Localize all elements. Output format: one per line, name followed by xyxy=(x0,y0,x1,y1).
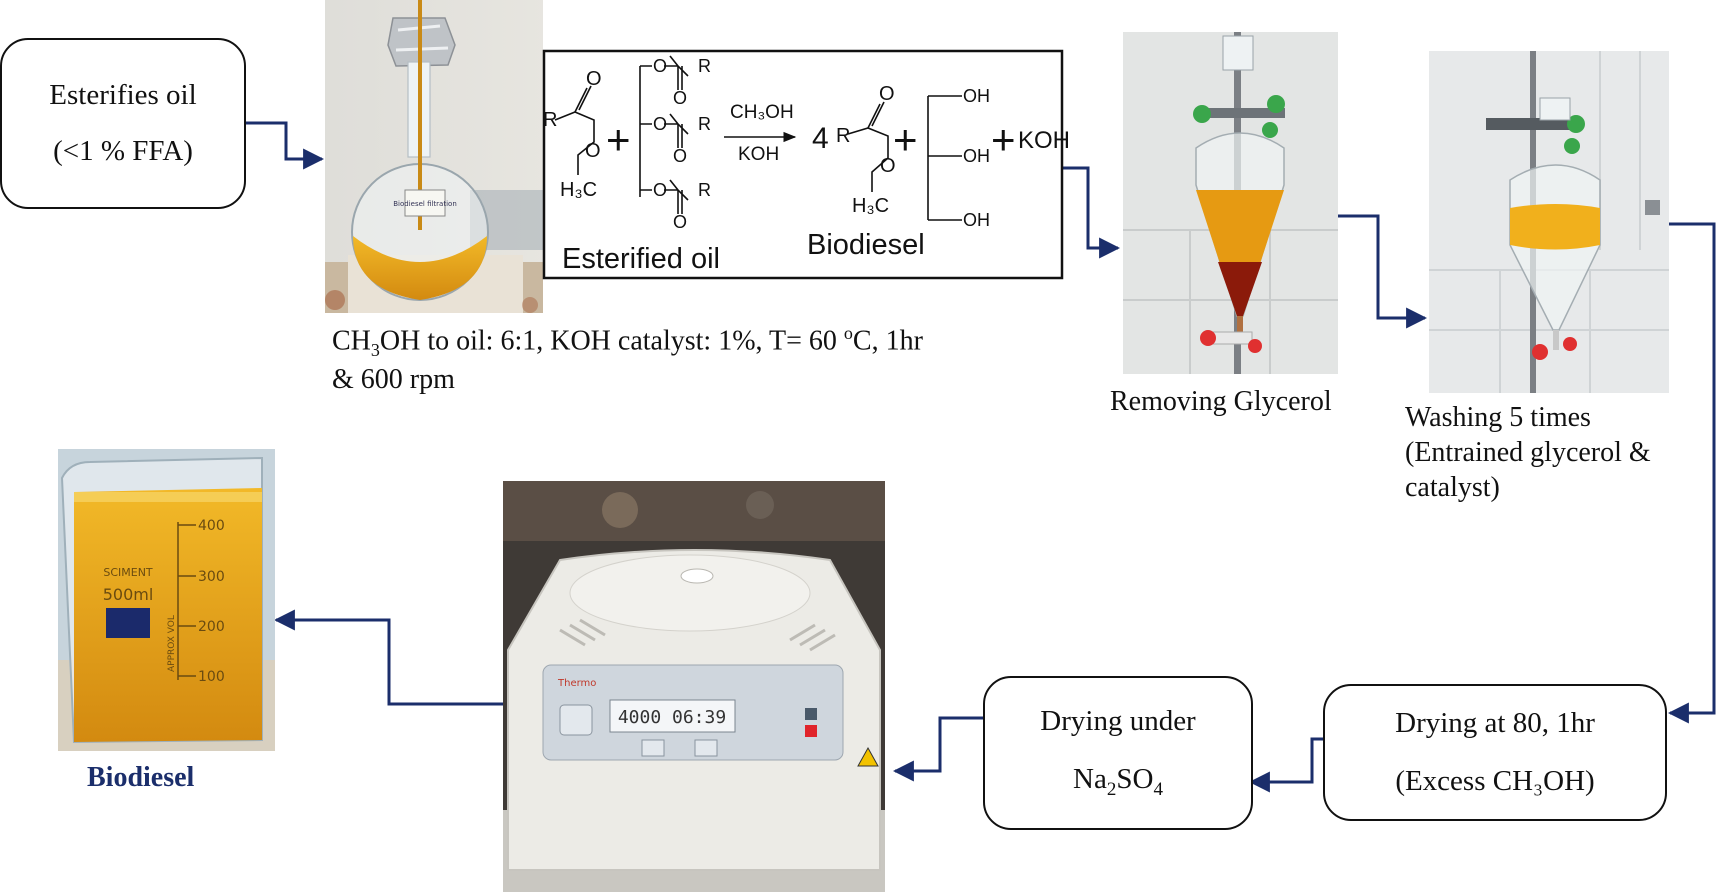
arrow-washing-to-drying80 xyxy=(1667,222,1716,724)
reaction-box xyxy=(542,49,1064,280)
reaction-plus-3: + xyxy=(991,116,1016,163)
step-esterified-oil: Esterifies oil (<1 % FFA) xyxy=(0,38,246,209)
photo-centrifuge: 4000 06:39 Thermo xyxy=(503,481,885,892)
product-carbonyl-o: O xyxy=(879,83,895,105)
product-r-group: R xyxy=(836,125,850,147)
reaction-plus-2: + xyxy=(893,116,918,163)
arrow-separator-to-washing xyxy=(1338,214,1428,329)
glyceride-carbonyl-o-2: O xyxy=(673,146,687,166)
flask-tag-text: Biodiesel filtration xyxy=(393,200,457,208)
glycerol-oh-1: OH xyxy=(963,86,990,106)
beaker-scale-200: 200 xyxy=(198,619,225,635)
reactant-h3c: H₃C xyxy=(560,179,597,201)
reagent-koh: KOH xyxy=(738,144,779,165)
step-drying80-line2: (Excess CH₃OH) xyxy=(1395,764,1595,797)
glyceride-r-3: R xyxy=(698,180,711,200)
centrifuge-display: 4000 06:39 xyxy=(618,707,726,728)
photo-separatory-funnel-glycerol xyxy=(1123,32,1338,374)
step-drying-80: Drying at 80, 1hr (Excess CH₃OH) xyxy=(1323,684,1667,821)
product-h3c: H₃C xyxy=(852,195,889,217)
step-esterified-line2: (<1 % FFA) xyxy=(53,134,193,167)
arrow-reaction-to-separator xyxy=(1062,166,1121,259)
label-esterified-oil: Esterified oil xyxy=(562,243,720,275)
photo-biodiesel-beaker: SCIMENT 500ml 400 300 200 100 APPROX VOL xyxy=(58,449,275,751)
arrow-drying-na-to-centrifuge xyxy=(892,716,985,782)
arrow-esterified-to-flask xyxy=(246,121,325,170)
glyceride-carbonyl-o-3: O xyxy=(673,212,687,232)
photo-reaction-flask: Biodiesel filtration xyxy=(325,0,543,313)
beaker-scale-400: 400 xyxy=(198,518,225,534)
step-esterified-line1: Esterifies oil xyxy=(49,78,197,111)
beaker-scale-100: 100 xyxy=(198,669,225,685)
beaker-brand: SCIMENT xyxy=(103,566,153,579)
caption-washing: Washing 5 times (Entrained glycerol & ca… xyxy=(1405,402,1651,503)
product-coefficient: 4 xyxy=(812,122,829,155)
label-biodiesel-product: Biodiesel xyxy=(807,229,925,261)
beaker-approx-vol: APPROX VOL xyxy=(167,615,177,672)
reactant-carbonyl-o: O xyxy=(586,68,602,90)
reactant-r-group: R xyxy=(543,109,557,131)
arrow-centrifuge-to-beaker xyxy=(273,609,504,706)
caption-biodiesel: Biodiesel xyxy=(87,762,195,793)
beaker-volume: 500ml xyxy=(103,585,154,604)
glyceride-o-1: O xyxy=(653,56,667,76)
glyceride-o-2: O xyxy=(653,114,667,134)
glycerol-oh-3: OH xyxy=(963,210,990,230)
glycerol-oh-2: OH xyxy=(963,146,990,166)
step-drying-na2so4: Drying under Na2SO4 xyxy=(983,676,1253,830)
caption-reaction-conditions: CH3OH to oil: 6:1, KOH catalyst: 1%, T= … xyxy=(332,323,923,396)
reactant-ester-o: O xyxy=(585,140,601,162)
reagent-methanol: CH₃OH xyxy=(730,102,794,123)
glyceride-r-2: R xyxy=(698,114,711,134)
beaker-scale-300: 300 xyxy=(198,569,225,585)
step-drying80-line1: Drying at 80, 1hr xyxy=(1395,706,1595,739)
product-ester-o: O xyxy=(880,155,896,177)
glyceride-r-1: R xyxy=(698,56,711,76)
product-koh: KOH xyxy=(1018,127,1070,154)
reaction-scheme xyxy=(554,55,962,221)
glyceride-o-3: O xyxy=(653,180,667,200)
arrow-drying80-to-drying-na xyxy=(1248,737,1325,793)
reaction-plus-1: + xyxy=(606,116,631,163)
step-drying-na-line2: Na2SO4 xyxy=(1073,762,1163,800)
centrifuge-brand: Thermo xyxy=(557,678,596,689)
caption-removing-glycerol: Removing Glycerol xyxy=(1110,386,1332,417)
step-drying-na-line1: Drying under xyxy=(1040,704,1196,737)
photo-separatory-funnel-washing xyxy=(1429,51,1669,393)
glyceride-carbonyl-o-1: O xyxy=(673,88,687,108)
